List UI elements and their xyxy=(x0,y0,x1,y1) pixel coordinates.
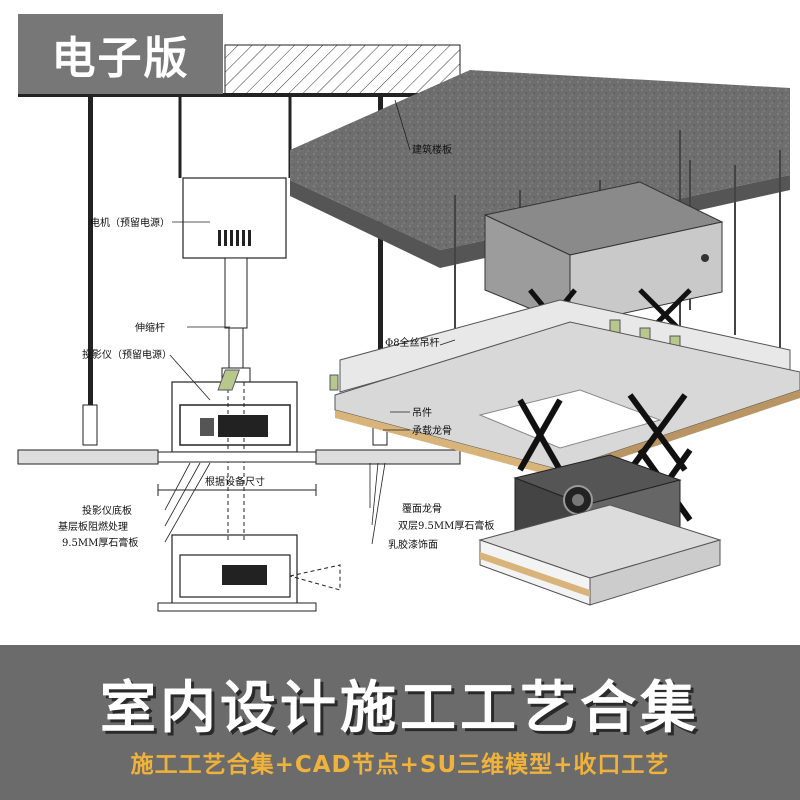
motor-box xyxy=(182,177,287,259)
ceiling-left xyxy=(17,449,159,465)
telescopic-rod xyxy=(224,257,248,329)
label-motor: 电机（预留电源） xyxy=(90,216,170,229)
cad-section: 电机（预留电源） 伸缩杆 投影仪（预留电源） 根据设备尺寸 投影仪底板 基层板阻… xyxy=(17,44,494,612)
banner-subtitle: 施工工艺合集+CAD节点+SU三维模型+收口工艺 xyxy=(130,752,670,778)
edition-badge: 电子版 xyxy=(18,14,223,94)
label-latex-paint: 乳胶漆饰面 xyxy=(388,538,438,551)
label-double-gypsum: 双层9.5MM厚石膏板 xyxy=(398,519,494,532)
ceiling-right xyxy=(315,449,461,465)
projector-base-plate xyxy=(157,451,317,463)
3d-model: 建筑楼板 Φ8全丝吊杆 吊件 承载龙骨 xyxy=(217,70,800,606)
label-floor-slab: 建筑楼板 xyxy=(412,143,452,156)
label-fireproof: 基层板阻燃处理 xyxy=(58,520,128,533)
label-gypsum: 9.5MM厚石膏板 xyxy=(62,536,138,549)
edition-badge-text: 电子版 xyxy=(51,33,190,84)
label-cover-keel: 覆面龙骨 xyxy=(402,502,442,515)
label-device-size: 根据设备尺寸 xyxy=(205,475,265,488)
floor-slab xyxy=(290,70,790,250)
label-bearing-keel: 承载龙骨 xyxy=(412,424,452,437)
banner-title: 室内设计施工工艺合集 xyxy=(100,676,700,741)
bottom-banner: 室内设计施工工艺合集 施工工艺合集+CAD节点+SU三维模型+收口工艺 xyxy=(0,645,800,800)
diagram-stage: 电机（预留电源） 伸缩杆 投影仪（预留电源） 根据设备尺寸 投影仪底板 基层板阻… xyxy=(17,44,800,612)
hanger-bracket-left xyxy=(82,404,98,446)
slab-hatch xyxy=(224,44,461,96)
label-telescopic-rod: 伸缩杆 xyxy=(135,321,165,334)
hanger-rod-right xyxy=(378,97,383,412)
label-projector: 投影仪（预留电源） xyxy=(82,348,172,361)
construction-diagram: 电机（预留电源） 伸缩杆 投影仪（预留电源） 根据设备尺寸 投影仪底板 基层板阻… xyxy=(17,44,800,612)
slab-line xyxy=(18,93,460,97)
label-hanger-rod: Φ8全丝吊杆 xyxy=(385,336,440,349)
hanger-rod-left xyxy=(88,97,93,412)
label-hanger: 吊件 xyxy=(412,407,432,419)
label-base-plate: 投影仪底板 xyxy=(82,504,132,517)
